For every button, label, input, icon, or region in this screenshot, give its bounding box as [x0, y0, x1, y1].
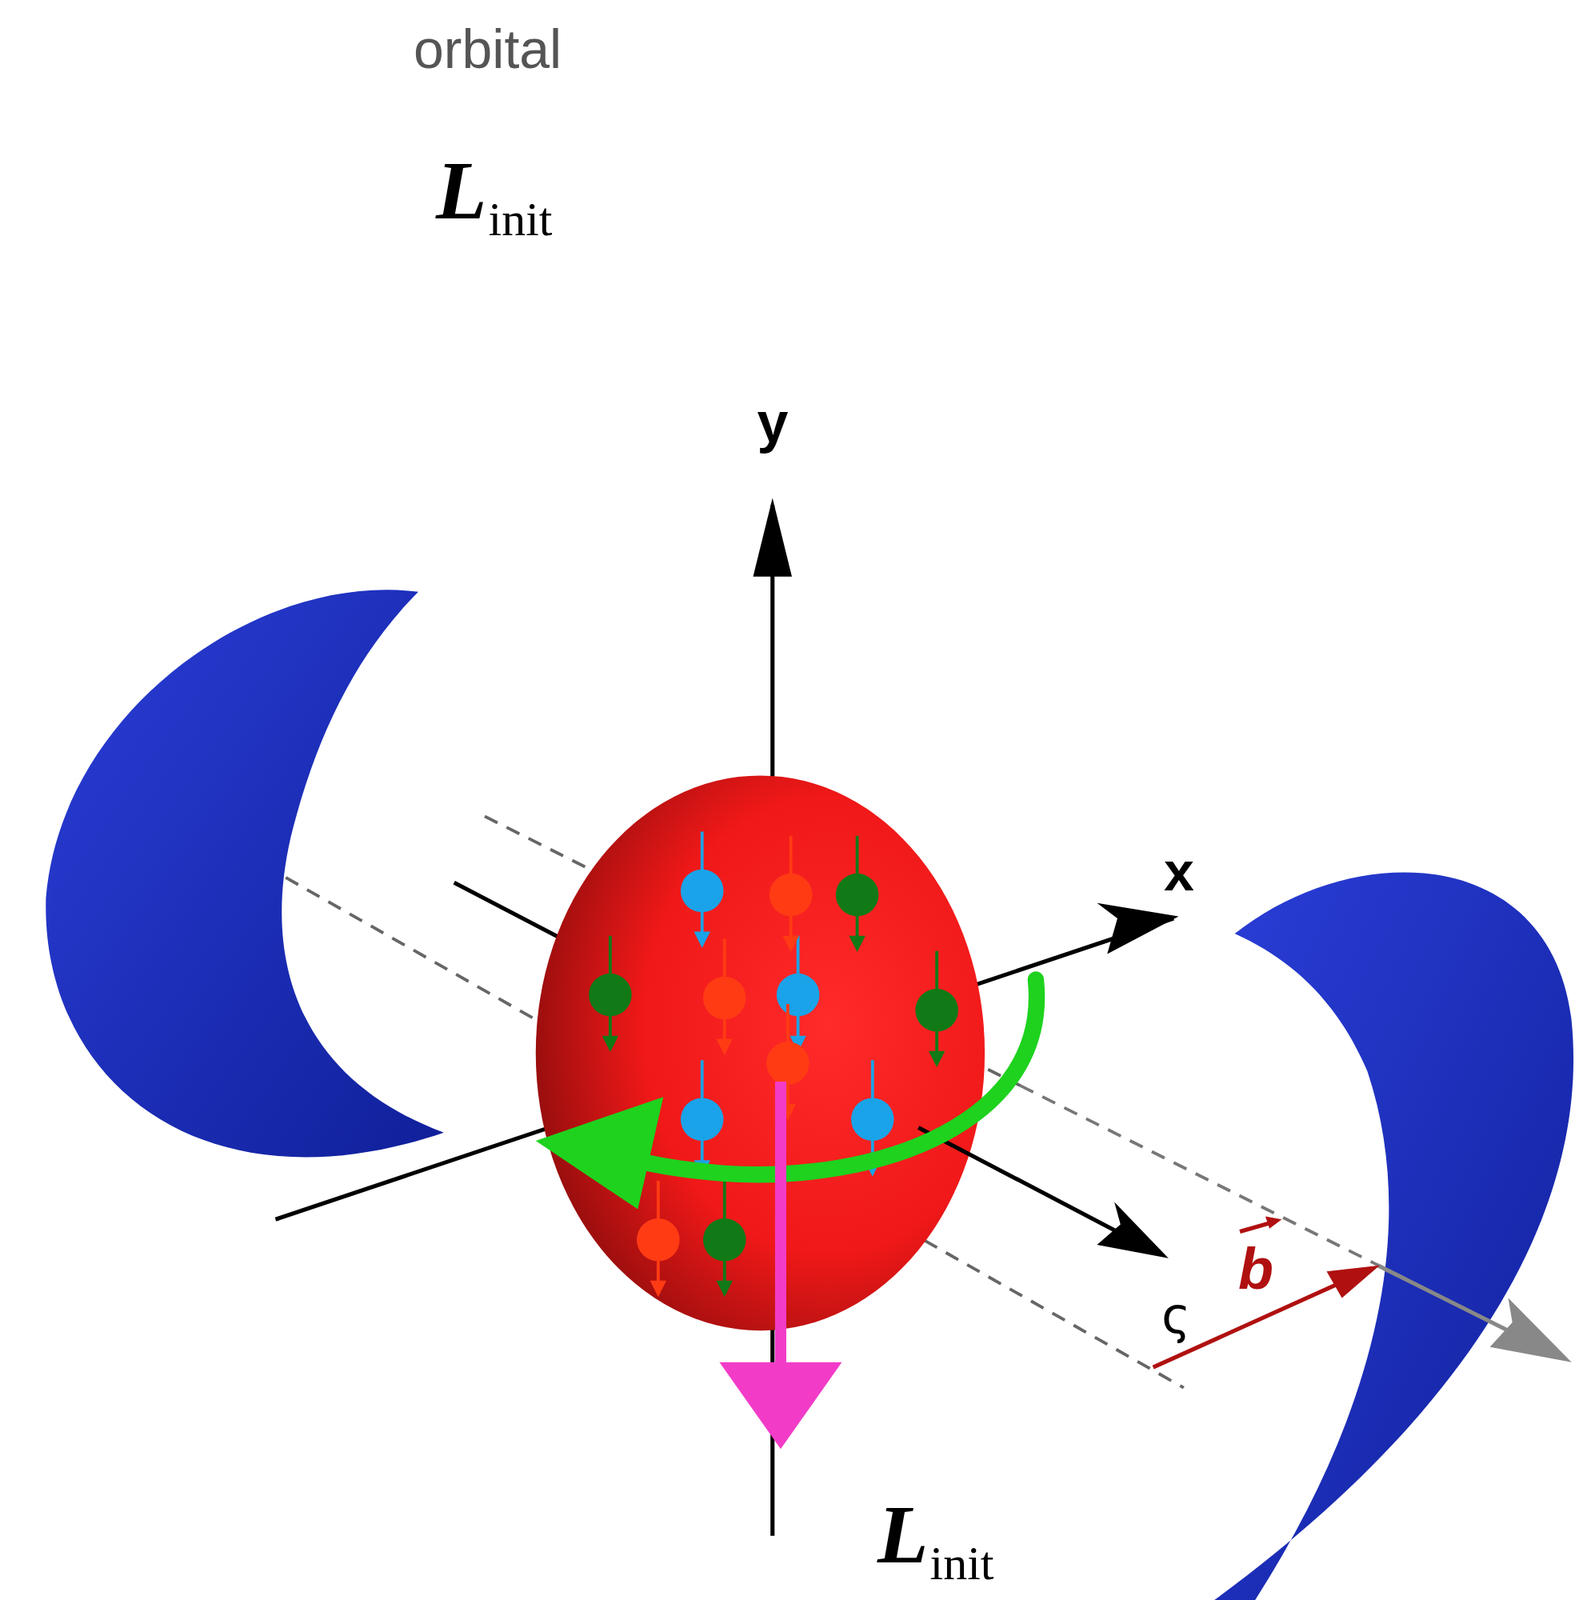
axis-label: y [757, 390, 789, 455]
zeta-arrowhead [1096, 1202, 1168, 1259]
subscript-label: init [488, 191, 553, 248]
spin-arrowhead [694, 931, 711, 948]
axis-label: ς [1161, 1286, 1191, 1345]
quark-dot [588, 973, 632, 1017]
spin-arrowhead [716, 1038, 733, 1055]
quark-dot [680, 1097, 724, 1141]
quark-dot [851, 1097, 895, 1141]
x-arrowhead [1096, 903, 1179, 955]
vector-bar-head [1265, 1215, 1282, 1228]
beam-arrowhead [1490, 1297, 1572, 1362]
y-arrowhead [753, 497, 792, 576]
subscript-label: init [930, 1535, 995, 1592]
quark-dot [915, 988, 959, 1032]
symbol-label: L [435, 142, 488, 238]
spin-arrowhead [928, 1051, 945, 1068]
spin-arrowhead [602, 1035, 619, 1052]
quark-dot [703, 1218, 747, 1262]
vector-label: b [1238, 1235, 1274, 1302]
symbol-label: L [877, 1486, 929, 1582]
quark-dot [680, 869, 724, 913]
zeta-axis-front [918, 1127, 1133, 1240]
quark-dot [636, 1218, 680, 1262]
spin-arrowhead [848, 935, 865, 952]
rotation-arrow [602, 979, 1037, 1175]
right-crescent [1214, 871, 1574, 1600]
spin-arrowhead [783, 935, 800, 952]
rotation-arrowhead [535, 1096, 664, 1209]
caption-word: orbital [413, 17, 562, 80]
fireball [535, 775, 985, 1331]
axis-label: x [1163, 839, 1195, 903]
quark-dot [766, 1041, 810, 1085]
spin-arrowhead [650, 1280, 667, 1297]
angular-momentum-arrow [775, 1081, 787, 1373]
axes [275, 504, 1174, 1536]
spin-arrowhead [716, 1280, 733, 1297]
quark-dot [769, 873, 813, 917]
quark-dot [776, 973, 820, 1017]
beam-line-front [1020, 1085, 1532, 1342]
quark-dot [703, 976, 747, 1020]
impact-arrowhead [1326, 1265, 1380, 1299]
quark-dot [835, 873, 880, 917]
left-crescent [45, 589, 444, 1157]
angular-momentum-arrowhead [719, 1362, 842, 1449]
quark-spins [588, 831, 959, 1298]
beam-arrow [1377, 1265, 1521, 1337]
